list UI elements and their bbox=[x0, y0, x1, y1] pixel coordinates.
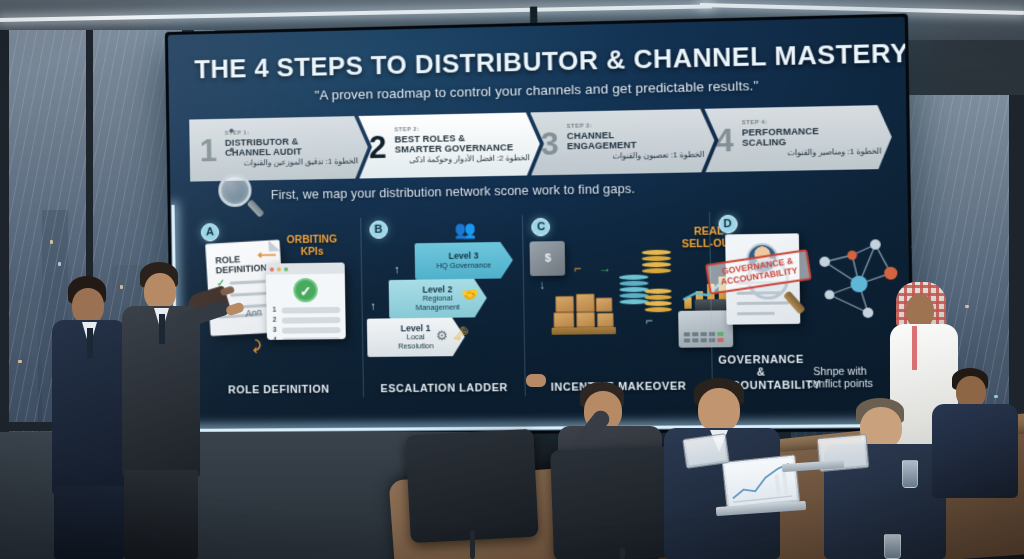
money-cube-icon: $ bbox=[530, 241, 566, 276]
step-4[interactable]: 4 STEP 4: PERFORMANCE SCALING الخطوة 1: … bbox=[704, 105, 892, 172]
rung-2-desc2: Management bbox=[416, 303, 460, 312]
step-3-number: 3 bbox=[539, 128, 561, 160]
handshake-icon: 🤝 bbox=[462, 287, 479, 303]
panels-row: A ROLE DEFINITION ✓ ✓ Ann bbox=[193, 209, 894, 399]
curved-arrow-down-icon: ⤸ bbox=[253, 338, 261, 354]
laptop-closed[interactable] bbox=[682, 433, 730, 469]
step-1-number: 1 bbox=[197, 134, 219, 165]
arrow-right-green-icon: → bbox=[599, 261, 612, 275]
chair-post bbox=[620, 548, 625, 559]
panel-d-badge: D bbox=[718, 215, 737, 234]
network-caption: Shnpe with conflict points bbox=[791, 366, 890, 392]
ladder-rung-level-3: Level 3 HQ Governance bbox=[414, 242, 513, 280]
step-4-arabic: الخطوة 1: ومناصير والقنوات bbox=[742, 146, 881, 158]
step-4-number: 4 bbox=[713, 124, 736, 156]
people-pair-icon: 👥 bbox=[455, 220, 477, 241]
step-3-arabic: الخطوة 1: تعصبون والقنوات bbox=[567, 150, 704, 162]
panel-incentive-makeover[interactable]: C $ ↓ ⌐ → bbox=[522, 212, 711, 396]
curved-arrow-left-icon: ⟵ bbox=[257, 247, 276, 263]
panel-c-badge: C bbox=[532, 218, 551, 237]
panel-governance-accountability[interactable]: D GOVERNANCE & ACCOUNTABILI bbox=[709, 209, 894, 394]
doc-signature: Ann bbox=[245, 306, 263, 318]
kpi-row-2-num: 2 bbox=[273, 317, 279, 324]
green-check-icon: ✓ bbox=[293, 278, 318, 302]
gears-icon: ⚙ bbox=[436, 328, 448, 344]
kpi-row: 2 bbox=[273, 316, 341, 324]
network-caption-line1: Shnpe with bbox=[791, 366, 889, 380]
kpi-row-4-num: 4 bbox=[273, 337, 279, 340]
kpi-window-titlebar bbox=[266, 262, 345, 274]
kpi-row: 3 bbox=[273, 326, 341, 334]
arrow-down-left-icon: ↓ bbox=[539, 278, 545, 292]
panel-b-caption: ESCALATION LADDER bbox=[363, 382, 525, 396]
network-caption-line2: conflict points bbox=[791, 378, 889, 391]
step-1-arabic: الخطوة 1: تدقيق الموزعين والقنوات bbox=[225, 156, 358, 168]
arrow-elbow-icon: ⌐ bbox=[574, 261, 581, 275]
step-1[interactable]: 1 STEP 1: DISTRIBUTOR & CHANNEL AUDIT ال… bbox=[189, 116, 368, 182]
kpi-window-icon: ✓ 1 2 3 bbox=[266, 262, 346, 339]
arrow-to-register-icon: ⌐ bbox=[645, 313, 653, 327]
panel-a-badge: A bbox=[201, 223, 219, 241]
ceiling-light-strip-right bbox=[700, 3, 1024, 15]
step-3[interactable]: 3 STEP 3: CHANNEL ENGAGEMENT الخطوة 1: ت… bbox=[530, 109, 715, 176]
rung-3-desc: HQ Governance bbox=[436, 261, 491, 270]
attendee-seated-far-right bbox=[930, 368, 1024, 498]
orbiting-kpis-line2: KPIs bbox=[274, 246, 351, 259]
office-chair[interactable] bbox=[405, 429, 538, 544]
kpi-progress-list: 1 2 3 4 bbox=[273, 306, 341, 340]
kpi-row-1-num: 1 bbox=[273, 307, 279, 314]
step-1-dots bbox=[229, 129, 234, 167]
presenter-pointing bbox=[118, 262, 206, 559]
doc-title-line2: DEFINITION bbox=[216, 263, 272, 277]
arrow-up-2-icon: ↑ bbox=[394, 264, 400, 276]
steps-ribbon: 1 STEP 1: DISTRIBUTOR & CHANNEL AUDIT ال… bbox=[189, 105, 892, 182]
ceiling-light-strip-left bbox=[0, 4, 712, 22]
step-2[interactable]: 2 STEP 2: BEST ROLES & SMARTER GOVERNANC… bbox=[358, 112, 540, 178]
step-2-number: 2 bbox=[367, 131, 389, 163]
panel-escalation-ladder[interactable]: B 👥 Level 3 HQ Governance Level 2 Region… bbox=[360, 215, 525, 397]
orbiting-kpis-callout: ORBITING KPIs bbox=[273, 234, 350, 259]
presentation-screen[interactable]: THE 4 STEPS TO DISTRIBUTOR & CHANNEL MAS… bbox=[165, 14, 915, 436]
chair-post bbox=[470, 530, 475, 559]
kpi-row: 4 bbox=[273, 336, 341, 340]
panel-a-caption: ROLE DEFINITION bbox=[195, 383, 362, 397]
cardboard-pallet-icon bbox=[551, 291, 616, 335]
water-glass[interactable] bbox=[902, 460, 918, 488]
slide-caption: First, we map your distribution network … bbox=[271, 182, 636, 203]
step-2-arabic: الخطوة 2: أفضل الأدوار وحوكمة أذكى bbox=[395, 153, 530, 165]
ladder-rung-level-1: Level 1 Local Resolution bbox=[366, 318, 465, 357]
magnifying-glass-icon bbox=[218, 173, 263, 218]
water-glass[interactable] bbox=[884, 534, 901, 559]
panel-b-badge: B bbox=[369, 220, 388, 238]
rung-1-desc2: Resolution bbox=[398, 342, 434, 351]
kpi-row: 1 bbox=[273, 306, 341, 314]
kpi-row-3-num: 3 bbox=[273, 327, 279, 334]
arrow-up-1-icon: ↑ bbox=[370, 300, 376, 312]
key-icon: 🗝 bbox=[452, 326, 469, 342]
